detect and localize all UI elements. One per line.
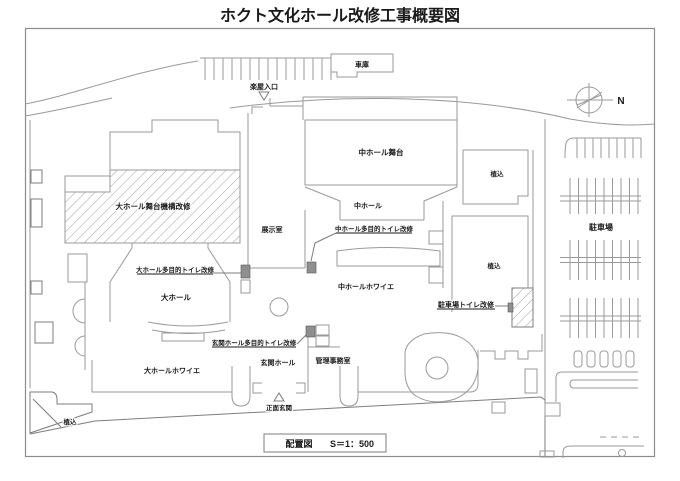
caption-scale: S＝1：500	[330, 439, 374, 449]
service-road	[555, 371, 638, 402]
cycle-stalls	[573, 350, 635, 368]
stage-entrance-label: 楽屋入口	[249, 82, 278, 91]
medium-hall-label: 中ホール	[354, 201, 382, 210]
caption-box	[263, 433, 387, 453]
east-blocks: 植込 植込	[404, 149, 543, 403]
main-entrance-label: 正面玄関	[266, 403, 293, 412]
parking-lot: 駐車場	[491, 137, 644, 458]
main-entrance-arrow	[273, 392, 285, 402]
planting-island-tree	[425, 356, 449, 380]
building-medium-hall: 中ホール 中ホールホワイエ	[304, 186, 458, 292]
sheet-border	[24, 27, 656, 458]
large-hall-stage-renovation: 大ホール舞台機構改修	[64, 119, 241, 244]
crosswalk-3	[539, 450, 555, 458]
compass: N	[567, 83, 626, 117]
entrance-pillar-left	[231, 366, 251, 407]
entrance-area: 正面玄関 大ホールホワイエ 玄関ホール 管理事務室	[91, 330, 479, 413]
crosswalk-1	[491, 401, 506, 414]
parking-toilet-marker	[507, 302, 514, 313]
entrance-pillar-right	[339, 366, 359, 407]
site-boundary	[24, 60, 656, 457]
compass-needle	[567, 83, 613, 117]
parking-toilet-hatch	[511, 287, 534, 328]
garage-box	[330, 53, 394, 78]
medium-hall-toilet-renov-label: 中ホール多目的トイレ改修	[335, 224, 414, 233]
caption: 配置図 S＝1：500	[263, 433, 387, 453]
page-title: ホクト文化ホール改修工事概要図	[220, 6, 460, 25]
medium-hall-seating	[336, 247, 441, 267]
parking-toilet-renov-label: 駐車場トイレ改修	[438, 300, 495, 309]
garage-label: 車庫	[355, 60, 369, 69]
medium-hall-toilet-marker	[306, 261, 317, 274]
planting-upper-label: 植込	[490, 169, 505, 178]
entrance-steps	[252, 382, 306, 394]
parking-comb-2	[569, 178, 639, 214]
large-hall-foyer-label: 大ホールホワイエ	[144, 366, 200, 375]
west-bays	[72, 282, 86, 370]
stage-mech-renov-label: 大ホール舞台機構改修	[116, 201, 191, 211]
entrance-hall-toilet-renov-label: 玄関ホール多目的トイレ改修	[212, 338, 297, 347]
parking-comb-4	[569, 298, 639, 338]
building-large-hall: 大ホール	[67, 243, 231, 370]
west-edge: 植込	[29, 169, 93, 434]
medium-hall-stage-label: 中ホール舞台	[359, 147, 404, 157]
admin-office-label: 管理事務室	[316, 356, 351, 365]
exhibition-room-label: 展示室	[261, 225, 283, 234]
planting-lower-label: 植込	[487, 261, 502, 270]
crosswalk-2	[544, 402, 561, 417]
stage-entrance-arrow	[258, 91, 270, 101]
road-curve	[562, 445, 644, 458]
round-feature	[269, 297, 289, 317]
manhole	[618, 449, 626, 457]
steps-east	[524, 368, 538, 394]
entrance-hall-toilet-marker	[305, 325, 316, 338]
entrance-hall-label: 玄関ホール	[261, 358, 296, 367]
exhibition-room: 展示室	[247, 113, 306, 317]
planting-sw-label: 植込	[63, 417, 78, 426]
parking-lot-label: 駐車場	[589, 222, 613, 232]
planting-island	[404, 332, 479, 403]
renovation-callouts: 中ホール多目的トイレ改修 大ホール多目的トイレ改修 玄関ホール多目的トイレ改修 …	[135, 223, 508, 348]
building-medium-hall-stage: 中ホール舞台 楽屋入口	[248, 81, 458, 187]
parking-comb-3	[569, 240, 639, 280]
parking-comb-1	[576, 138, 642, 158]
planting-upper-block	[462, 149, 529, 205]
large-hall-toilet-renov-label: 大ホール多目的トイレ改修	[136, 265, 215, 274]
garage-stalls	[204, 58, 332, 80]
planting-wedge	[29, 391, 93, 434]
large-hall-toilet-marker	[240, 264, 251, 279]
large-hall-label: 大ホール	[161, 292, 191, 302]
medium-hall-stage-room	[304, 119, 458, 186]
garage-area: 車庫	[200, 53, 394, 80]
caption-label: 配置図	[285, 439, 312, 449]
medium-hall-foyer-label: 中ホールホワイエ	[338, 282, 394, 291]
compass-n-label: N	[617, 96, 624, 107]
